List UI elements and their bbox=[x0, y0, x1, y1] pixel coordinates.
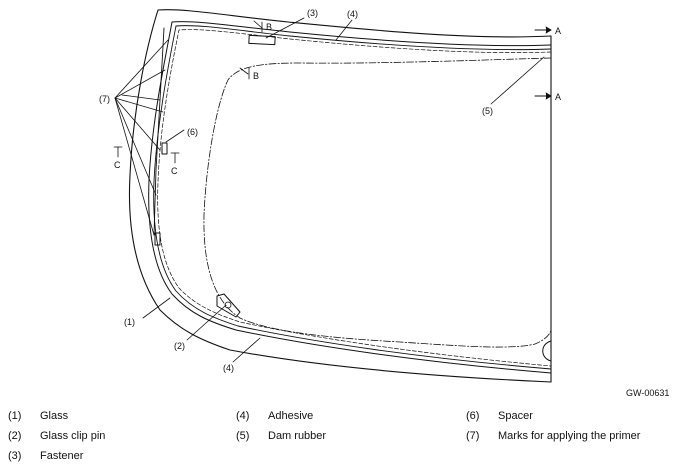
section-label-a-top: A bbox=[555, 26, 561, 36]
adhesive-band-inner bbox=[153, 25, 552, 370]
section-label-b-top: B bbox=[266, 22, 272, 32]
legend-number: (5) bbox=[236, 430, 250, 442]
legend-label: Adhesive bbox=[268, 410, 314, 422]
leader-6 bbox=[165, 129, 185, 143]
callout-1: (1) bbox=[124, 317, 135, 327]
section-arrow-a-top bbox=[534, 26, 552, 34]
callout-6: (6) bbox=[187, 127, 198, 137]
section-label-c-right: C bbox=[171, 166, 178, 176]
section-arrow-c-right bbox=[170, 152, 180, 164]
legend-number: (2) bbox=[8, 430, 22, 442]
legend-label: Marks for applying the primer bbox=[498, 430, 641, 442]
leader-3 bbox=[265, 17, 305, 39]
callout-4-top: (4) bbox=[347, 9, 358, 19]
glass-clip-pin-hole bbox=[224, 301, 232, 309]
leader-5 bbox=[490, 56, 545, 105]
leader-2 bbox=[186, 305, 226, 341]
callout-2: (2) bbox=[174, 341, 185, 351]
callout-3: (3) bbox=[307, 8, 318, 18]
glass-outline bbox=[128, 9, 552, 383]
primer-leader-lines bbox=[114, 39, 169, 236]
legend-number: (4) bbox=[236, 410, 250, 422]
section-arrow-b-mid bbox=[239, 67, 250, 80]
spacer-bump bbox=[542, 340, 552, 362]
legend-label: Glass bbox=[40, 410, 69, 422]
callout-7: (7) bbox=[99, 94, 110, 104]
figure-id: GW-00631 bbox=[626, 388, 670, 398]
glass-clip-pin-shape bbox=[216, 293, 241, 318]
leader-1 bbox=[142, 297, 171, 319]
adhesive-band-innermost bbox=[157, 29, 552, 367]
section-arrow-a-bottom bbox=[534, 92, 552, 100]
legend-number: (3) bbox=[8, 450, 22, 462]
dam-rubber-line bbox=[203, 57, 552, 348]
legend-number: (6) bbox=[466, 410, 480, 422]
section-label-c-left: C bbox=[114, 160, 121, 170]
adhesive-band-outer bbox=[148, 21, 552, 374]
legend-label: Fastener bbox=[40, 450, 84, 462]
callout-5: (5) bbox=[482, 106, 493, 116]
parts-legend: (1) Glass (2) Glass clip pin (3) Fastene… bbox=[0, 404, 688, 470]
section-label-b-mid: B bbox=[253, 71, 259, 81]
legend-number: (1) bbox=[8, 410, 22, 422]
primer-marks bbox=[153, 27, 165, 246]
legend-label: Spacer bbox=[498, 410, 533, 422]
legend-number: (7) bbox=[466, 430, 480, 442]
section-label-a-bottom: A bbox=[555, 92, 561, 102]
fastener-shape bbox=[248, 34, 276, 46]
leader-4-top bbox=[335, 19, 353, 41]
leader-4-bottom bbox=[232, 337, 261, 363]
section-arrow-c-left bbox=[113, 146, 123, 158]
legend-label: Dam rubber bbox=[268, 430, 327, 442]
section-arrow-b-top bbox=[253, 20, 263, 33]
spacer-shape bbox=[161, 142, 168, 155]
callout-4-bottom: (4) bbox=[223, 363, 234, 373]
legend-label: Glass clip pin bbox=[40, 430, 106, 442]
